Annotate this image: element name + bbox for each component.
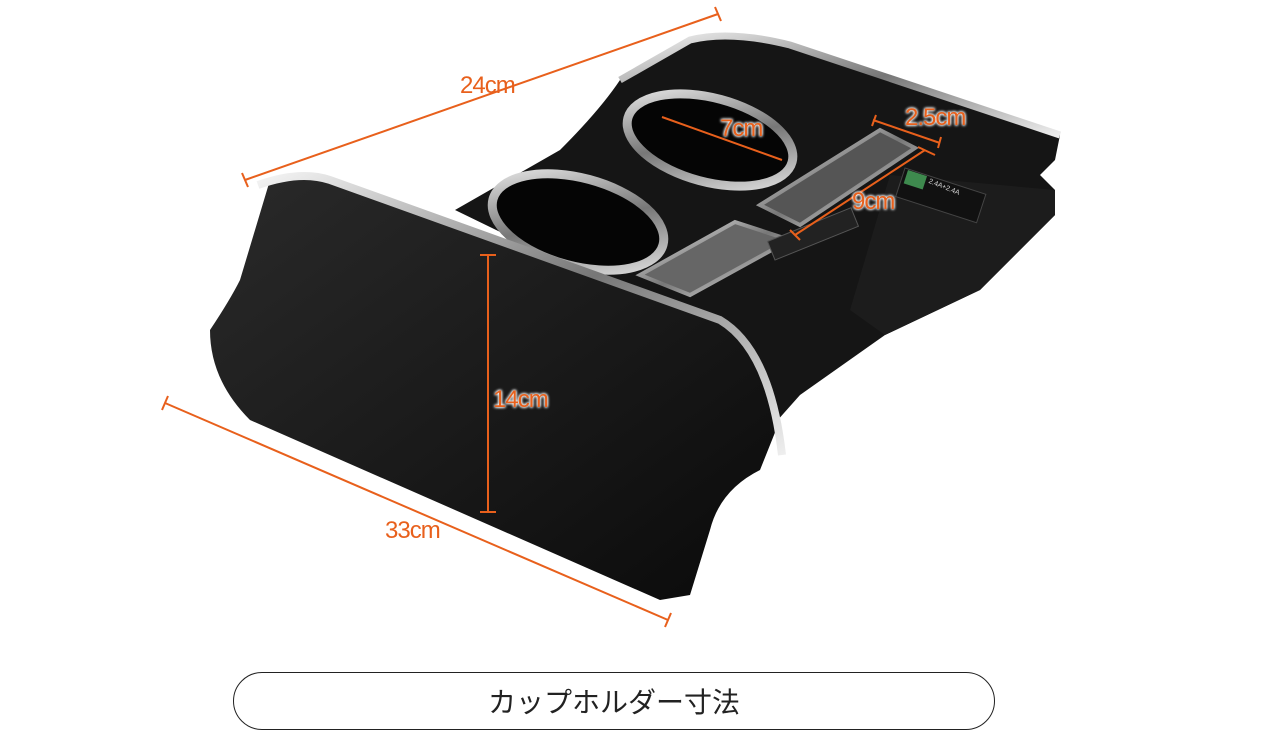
dim-label-slot-width: 2.5cm [905, 104, 966, 131]
front-face [210, 175, 780, 600]
caption-pill: カップホルダー寸法 [233, 672, 995, 730]
usb-display [903, 169, 928, 190]
cup-holder-rear [622, 89, 798, 191]
chrome-rim-front [256, 172, 786, 456]
dim-line-9cm [794, 149, 926, 236]
dim-line-24cm [244, 13, 719, 181]
dim-label-width: 33cm [385, 517, 441, 544]
dim-label-height: 14cm [493, 386, 549, 413]
dim-label-slot-length: 9cm [852, 188, 895, 215]
dim-line-7cm [661, 116, 783, 161]
dim-line-2.5cm [872, 119, 941, 144]
dim-label-depth: 24cm [460, 72, 516, 99]
caption-text: カップホルダー寸法 [487, 686, 740, 719]
slot-rear [755, 127, 919, 228]
dim-label-cup-diameter: 7cm [720, 115, 763, 142]
chrome-rim-back [618, 32, 1062, 139]
dim-line-33cm [164, 402, 669, 621]
side-tray [850, 175, 1055, 335]
